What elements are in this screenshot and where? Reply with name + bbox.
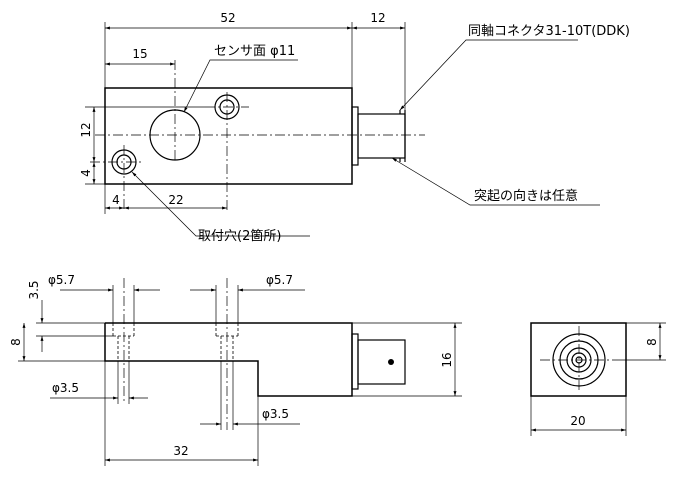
- dim-connector-length: 12: [370, 11, 385, 25]
- dim-end-width: 20: [570, 414, 585, 428]
- body-outline-end: [530, 322, 627, 397]
- dim-overall-length: 52: [220, 11, 235, 25]
- top-view: 52 12 同軸コネクタ31-10T(DDK) 15 センサ面 φ11 12 4…: [79, 11, 630, 244]
- dim-center-height: 8: [645, 338, 659, 346]
- connector-flange-front: [351, 333, 359, 390]
- front-view: φ5.7 φ5.7 3.5 8 16 φ3.5 φ3.5: [9, 273, 462, 466]
- dim-total-height: 16: [440, 352, 454, 367]
- note-connector: 同軸コネクタ31-10T(DDK): [468, 24, 630, 39]
- protrusion-dot: [388, 359, 394, 365]
- dim-hole-left: φ3.5: [52, 381, 79, 395]
- body-outline-front: [104, 322, 353, 397]
- connector-body: [357, 113, 406, 159]
- dim-step-length: 32: [173, 444, 188, 458]
- dim-counterbore-left: φ5.7: [48, 273, 75, 287]
- note-protrusion: 突起の向きは任意: [474, 188, 578, 204]
- note-mount-holes: 取付穴(2箇所): [198, 228, 281, 244]
- dim-height-step: 8: [9, 338, 23, 346]
- dim-hole-pitch: 12: [79, 122, 93, 137]
- dim-hole-edge-h: 4: [112, 193, 120, 207]
- dim-hole-edge-v: 4: [79, 169, 93, 177]
- dim-sensor-offset: 15: [132, 47, 147, 61]
- connector-flange: [351, 106, 359, 166]
- connector-body-front: [357, 339, 406, 385]
- dim-counterbore-right: φ5.7: [266, 273, 293, 287]
- dim-hole-spacing: 22: [168, 193, 183, 207]
- note-sensor-face: センサ面 φ11: [214, 44, 295, 59]
- end-view: 8 20: [530, 322, 666, 436]
- dim-hole-right: φ3.5: [262, 407, 289, 421]
- dim-counterbore-depth: 3.5: [27, 280, 41, 299]
- body-outline-top: [104, 87, 353, 185]
